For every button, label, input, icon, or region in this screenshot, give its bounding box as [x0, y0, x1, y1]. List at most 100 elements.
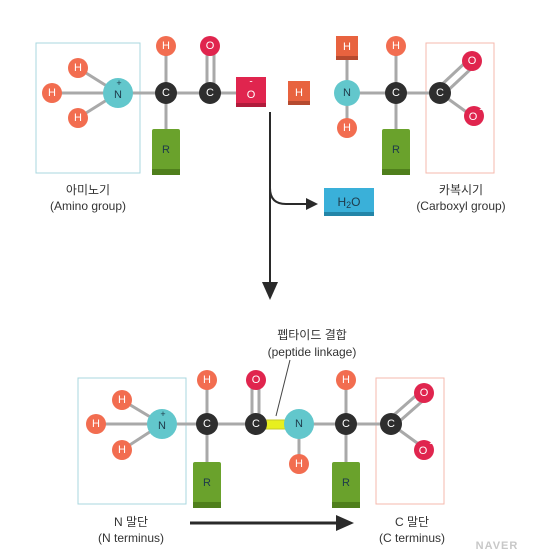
- r-group-label: R: [162, 144, 170, 156]
- water-label: H2O: [337, 195, 360, 210]
- carbon-atom: [380, 413, 402, 435]
- peptide-label-en: (peptide linkage): [268, 345, 357, 359]
- plus-charge: +: [160, 409, 165, 419]
- r-group-shadow: [382, 169, 410, 175]
- r-group: [332, 462, 360, 508]
- minus-charge: -: [429, 439, 432, 450]
- carbon-atom: [385, 82, 407, 104]
- hydrogen-label: H: [92, 418, 100, 430]
- oxygen-atom: [246, 370, 266, 390]
- hydrogen-label: H: [74, 62, 82, 74]
- carbon-label: C: [162, 87, 170, 99]
- oxygen-square-shadow: [236, 103, 266, 107]
- water-arrowhead: [306, 198, 318, 210]
- carbon-atom: [335, 413, 357, 435]
- amino-label-ko: 아미노기: [66, 183, 110, 197]
- hydrogen-label: H: [392, 40, 400, 52]
- hydrogen-atom: [156, 36, 176, 56]
- water-molecule: [324, 188, 374, 216]
- hydrogen-label: H: [343, 41, 351, 53]
- hydrogen-label: H: [162, 40, 170, 52]
- nitrogen-label: N: [343, 87, 351, 99]
- carbon-label: C: [392, 87, 400, 99]
- hydrogen-label: H: [118, 394, 126, 406]
- hydrogen-atom: [112, 390, 132, 410]
- carbon-label: C: [252, 418, 260, 430]
- carbon-atom: [196, 413, 218, 435]
- hydrogen-label: H: [48, 87, 56, 99]
- hydrogen-atom: [336, 370, 356, 390]
- oxygen-atom: [462, 51, 482, 71]
- r-group-label: R: [342, 477, 350, 489]
- hydrogen-square-shadow: [288, 101, 310, 105]
- carbon-atom: [429, 82, 451, 104]
- amino-group-box: [35, 42, 141, 174]
- oxygen-label: O: [419, 445, 428, 457]
- carbon-label: C: [206, 87, 214, 99]
- amino-label-en: (Amino group): [50, 199, 126, 213]
- hydrogen-atom: [337, 118, 357, 138]
- hydrogen-label: H: [295, 458, 303, 470]
- carbon-label: C: [387, 418, 395, 430]
- hydrogen-label: H: [342, 374, 350, 386]
- nitrogen-label: N: [295, 418, 303, 430]
- hydrogen-atom: [68, 108, 88, 128]
- carboxyl-group-box: [425, 42, 495, 174]
- oxygen-atom: [414, 440, 434, 460]
- nitrogen-label: N: [158, 420, 166, 432]
- oxygen-label: O: [469, 111, 478, 123]
- top-right-bonds: [345, 48, 476, 138]
- naver-watermark: NAVER: [476, 540, 519, 552]
- nitrogen-atom: [334, 80, 360, 106]
- water-molecule-shadow: [324, 212, 374, 216]
- hydrogen-atom: [68, 58, 88, 78]
- nitrogen-label: N: [114, 89, 122, 101]
- r-group: [152, 129, 180, 175]
- n-terminus-label-en: (N terminus): [98, 531, 164, 545]
- carboxyl-label-ko: 카복시기: [439, 183, 483, 197]
- oxygen-label: O: [206, 40, 215, 52]
- hydrogen-label: H: [74, 112, 82, 124]
- oxygen-atom: [464, 106, 484, 126]
- reaction-arrowhead: [262, 282, 278, 300]
- nitrogen-atom: [147, 409, 177, 439]
- carbon-label: C: [342, 418, 350, 430]
- minus-charge: -: [249, 77, 252, 88]
- plus-charge: +: [116, 78, 121, 88]
- hydrogen-square-shadow: [336, 56, 358, 60]
- oxygen-square: [236, 77, 266, 107]
- hydrogen-atom: [112, 440, 132, 460]
- hydrogen-atom: [42, 83, 62, 103]
- hydrogen-label: H: [203, 374, 211, 386]
- hydrogen-label: H: [118, 444, 126, 456]
- carbon-atom: [245, 413, 267, 435]
- carboxyl-label-en: (Carboxyl group): [416, 199, 505, 213]
- hydrogen-atom: [86, 414, 106, 434]
- oxygen-label: O: [252, 374, 261, 386]
- r-group: [193, 462, 221, 508]
- peptide-pointer-line: [275, 359, 291, 417]
- oxygen-label: O: [420, 387, 429, 399]
- r-group-shadow: [152, 169, 180, 175]
- peptide-label-ko: 펩타이드 결합: [277, 328, 347, 342]
- nitrogen-atom: [284, 409, 314, 439]
- c-terminus-label-ko: C 말단: [395, 515, 429, 529]
- n-to-c-arrowhead: [336, 515, 354, 531]
- carbon-atom: [155, 82, 177, 104]
- oxygen-atom: [414, 383, 434, 403]
- hydrogen-atom: [386, 36, 406, 56]
- n-terminus-label-ko: N 말단: [114, 515, 148, 529]
- r-group-label: R: [392, 144, 400, 156]
- nitrogen-atom: [103, 78, 133, 108]
- n-terminus-box: [77, 377, 187, 505]
- water-release-arrow: [269, 112, 307, 205]
- oxygen-label: O: [468, 55, 477, 67]
- hydrogen-atom: [197, 370, 217, 390]
- oxygen-label: O: [247, 89, 256, 101]
- hydrogen-label: H: [295, 87, 303, 99]
- carbon-label: C: [436, 87, 444, 99]
- carbon-atom: [199, 82, 221, 104]
- oxygen-atom: [200, 36, 220, 56]
